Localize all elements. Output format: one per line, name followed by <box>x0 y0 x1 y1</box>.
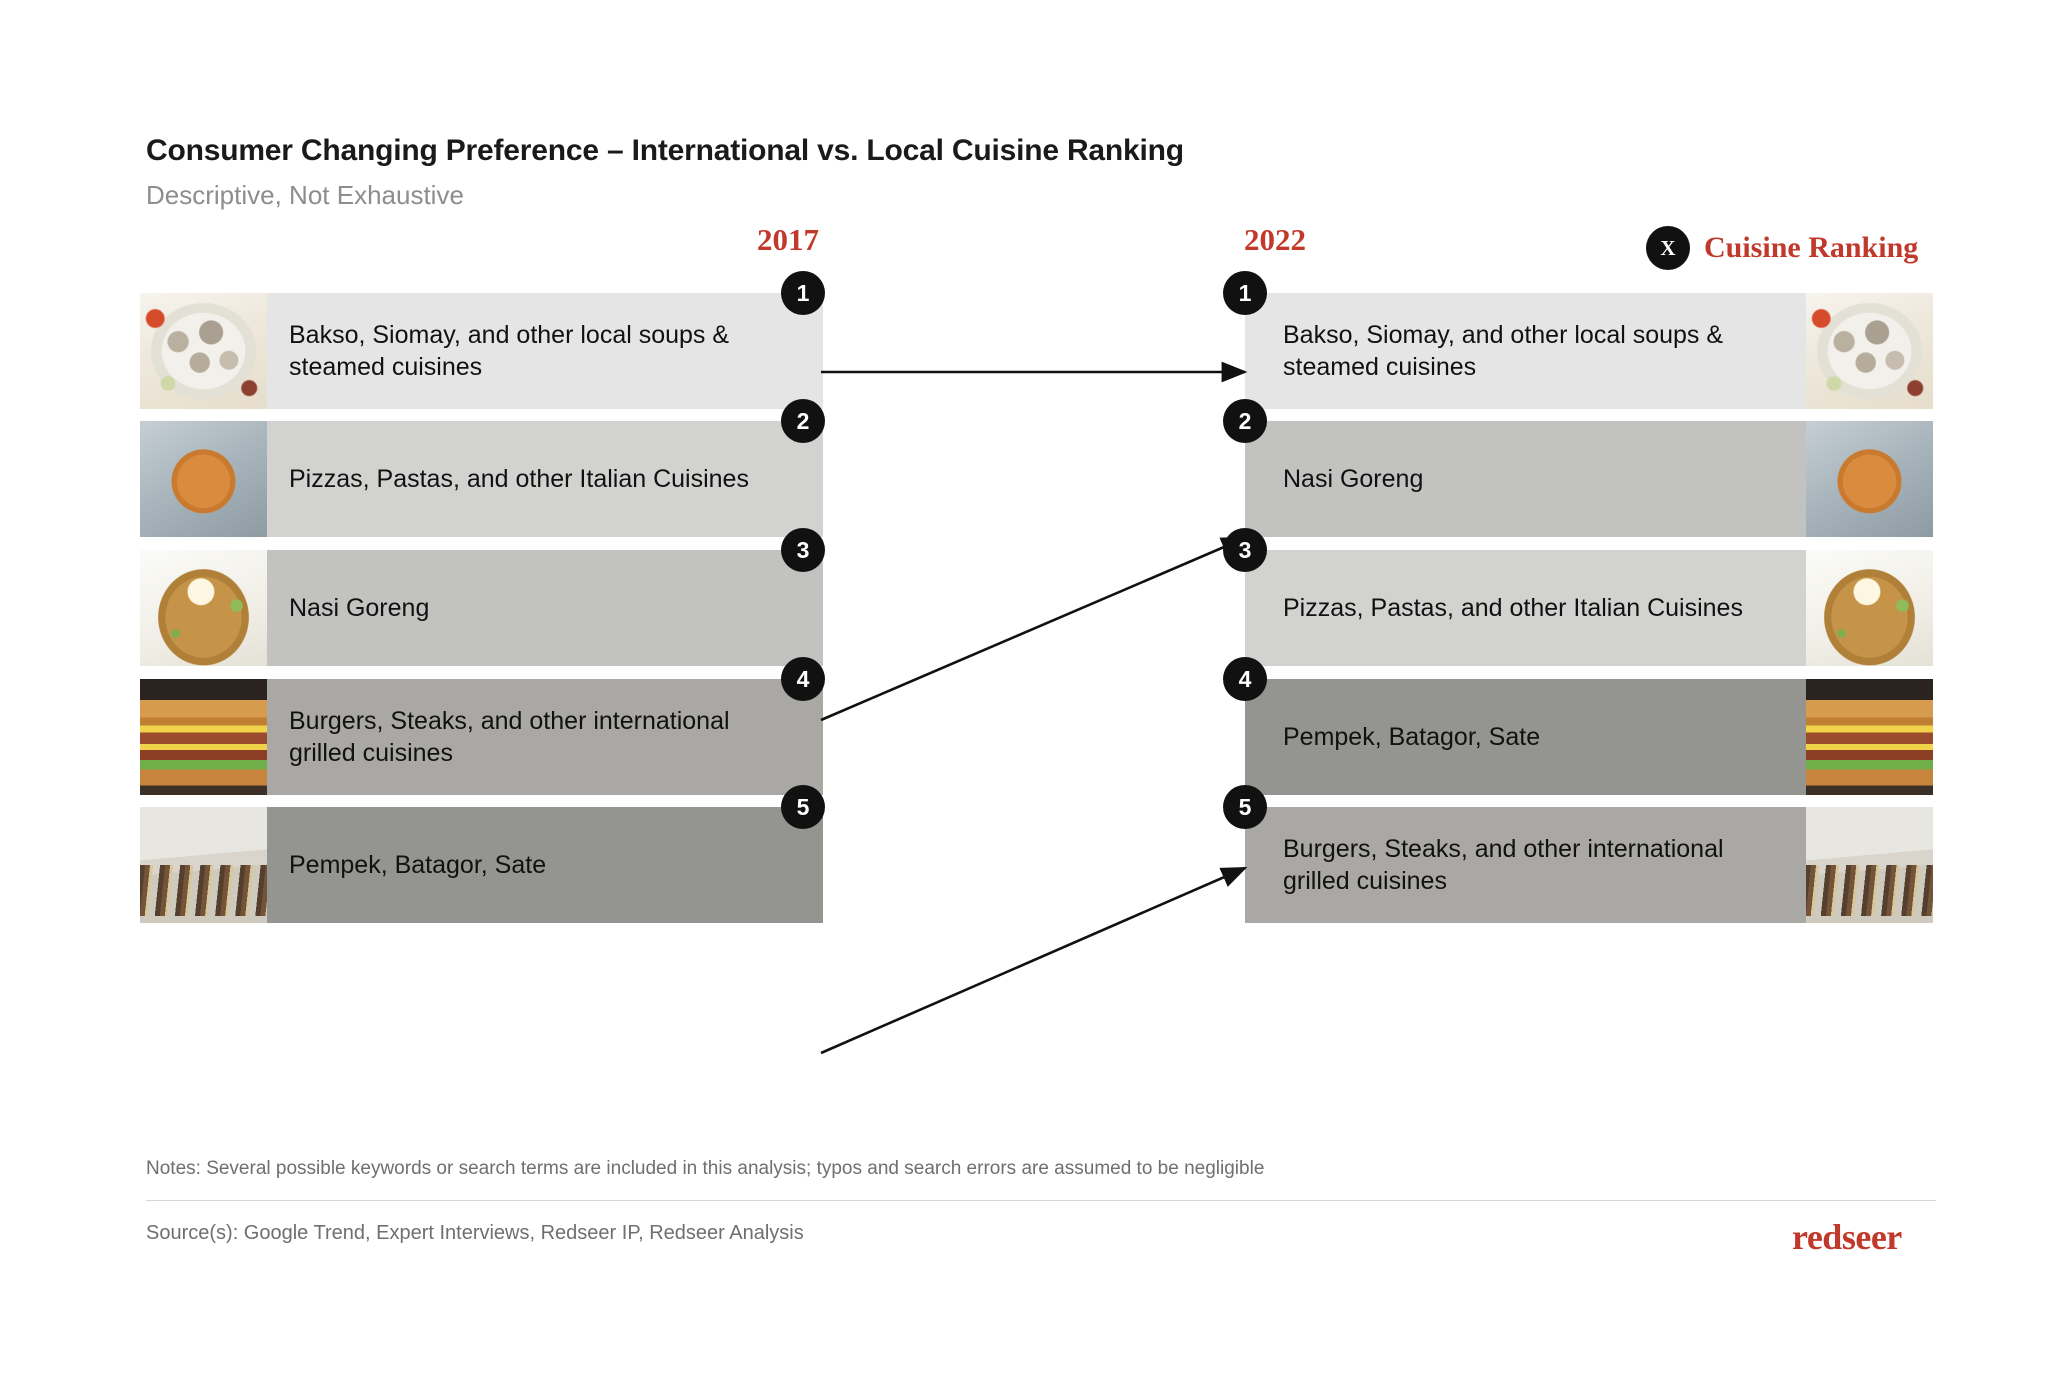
ranking-row-2017-5[interactable]: Pempek, Batagor, Sate 5 <box>140 785 825 923</box>
redseer-logo: redseer <box>1792 1217 1902 1257</box>
nasi-goreng-photo-icon <box>1806 550 1933 666</box>
bakso-soup-thumbnail-icon <box>1806 293 1933 409</box>
burger-thumbnail-icon <box>1806 679 1933 795</box>
rank-badge-2022-5: 5 <box>1223 785 1267 829</box>
rank-badge-2017-5: 5 <box>781 785 825 829</box>
nasi-goreng-photo-icon <box>140 550 267 666</box>
ranking-row-2017-2[interactable]: Pizzas, Pastas, and other Italian Cuisin… <box>140 399 825 537</box>
ranking-bar-2017-5[interactable]: Pempek, Batagor, Sate <box>267 807 823 923</box>
ranking-bar-2017-4[interactable]: Burgers, Steaks, and other international… <box>267 679 823 795</box>
burger-thumbnail-icon <box>140 679 267 795</box>
rank-badge-2022-3: 3 <box>1223 528 1267 572</box>
ranking-bar-2022-5[interactable]: Burgers, Steaks, and other international… <box>1245 807 1806 923</box>
footer-notes: Notes: Several possible keywords or sear… <box>146 1158 1265 1179</box>
pizza-thumbnail-icon <box>1806 421 1933 537</box>
ranking-row-2022-2[interactable]: Nasi Goreng 2 <box>1223 399 1933 537</box>
rank-badge-2017-4: 4 <box>781 657 825 701</box>
bakso-soup-thumbnail-icon <box>140 293 267 409</box>
ranking-bar-2017-3[interactable]: Nasi Goreng <box>267 550 823 666</box>
cuisine-label: Nasi Goreng <box>1283 465 1424 493</box>
column-header-2017: 2017 <box>757 222 819 257</box>
sate-thumbnail-icon <box>140 807 267 923</box>
ranking-row-2022-4[interactable]: Pempek, Batagor, Sate 4 <box>1223 657 1933 795</box>
rank-badge-2022-1: 1 <box>1223 271 1267 315</box>
pizza-thumbnail-icon <box>140 421 267 537</box>
footer-source: Source(s): Google Trend, Expert Intervie… <box>146 1222 804 1244</box>
burger-photo-icon <box>140 679 267 795</box>
sate-photo-icon <box>140 807 267 923</box>
pizza-photo-icon <box>140 421 267 537</box>
arrow-rank5-to-rank4 <box>820 866 1248 1055</box>
sate-thumbnail-icon <box>1806 807 1933 923</box>
cuisine-label: Bakso, Siomay, and other local soups & s… <box>1283 321 1724 381</box>
ranking-bar-2022-1[interactable]: Bakso, Siomay, and other local soups & s… <box>1245 293 1806 409</box>
cuisine-label: Bakso, Siomay, and other local soups & s… <box>289 321 730 381</box>
ranking-row-2017-4[interactable]: Burgers, Steaks, and other international… <box>140 657 825 795</box>
ranking-row-2022-3[interactable]: Pizzas, Pastas, and other Italian Cuisin… <box>1223 528 1933 666</box>
rank-badge-2022-2: 2 <box>1223 399 1267 443</box>
cuisine-label: Pempek, Batagor, Sate <box>1283 723 1541 751</box>
ranking-bar-2022-2[interactable]: Nasi Goreng <box>1245 421 1806 537</box>
ranking-row-2022-1[interactable]: Bakso, Siomay, and other local soups & s… <box>1223 271 1933 409</box>
pizza-photo-icon <box>1806 421 1933 537</box>
cuisine-label: Burgers, Steaks, and other international… <box>1283 835 1724 895</box>
burger-photo-icon <box>1806 679 1933 795</box>
cuisine-label: Pizzas, Pastas, and other Italian Cuisin… <box>1283 594 1743 622</box>
sate-photo-icon <box>1806 807 1933 923</box>
ranking-row-2017-3[interactable]: Nasi Goreng 3 <box>140 528 825 666</box>
rank-badge-2017-3: 3 <box>781 528 825 572</box>
arrow-rank3-to-rank2 <box>820 536 1248 722</box>
nasi-goreng-thumbnail-icon <box>1806 550 1933 666</box>
ranking-row-2022-5[interactable]: Burgers, Steaks, and other international… <box>1223 785 1933 923</box>
legend-label: Cuisine Ranking <box>1704 231 1919 264</box>
rank-badge-2017-1: 1 <box>781 271 825 315</box>
cuisine-label: Nasi Goreng <box>289 594 430 622</box>
rank-badge-2022-4: 4 <box>1223 657 1267 701</box>
ranking-row-2017-1[interactable]: Bakso, Siomay, and other local soups & s… <box>140 271 825 409</box>
legend: X Cuisine Ranking <box>1646 226 1918 270</box>
ranking-bar-2017-1[interactable]: Bakso, Siomay, and other local soups & s… <box>267 293 823 409</box>
ranking-bar-2022-3[interactable]: Pizzas, Pastas, and other Italian Cuisin… <box>1245 550 1806 666</box>
column-header-2022: 2022 <box>1244 222 1306 257</box>
page-subtitle: Descriptive, Not Exhaustive <box>146 180 464 210</box>
bakso-soup-photo-icon <box>140 293 267 409</box>
cuisine-label: Burgers, Steaks, and other international… <box>289 707 730 767</box>
ranking-bar-2017-2[interactable]: Pizzas, Pastas, and other Italian Cuisin… <box>267 421 823 537</box>
rank-badge-2017-2: 2 <box>781 399 825 443</box>
cuisine-label: Pizzas, Pastas, and other Italian Cuisin… <box>289 465 749 493</box>
bakso-soup-photo-icon <box>1806 293 1933 409</box>
cuisine-label: Pempek, Batagor, Sate <box>289 851 547 879</box>
legend-rank-badge-icon: X <box>1646 226 1690 270</box>
nasi-goreng-thumbnail-icon <box>140 550 267 666</box>
ranking-bar-2022-4[interactable]: Pempek, Batagor, Sate <box>1245 679 1806 795</box>
footer-divider <box>146 1200 1936 1201</box>
page-title: Consumer Changing Preference – Internati… <box>146 134 1184 167</box>
